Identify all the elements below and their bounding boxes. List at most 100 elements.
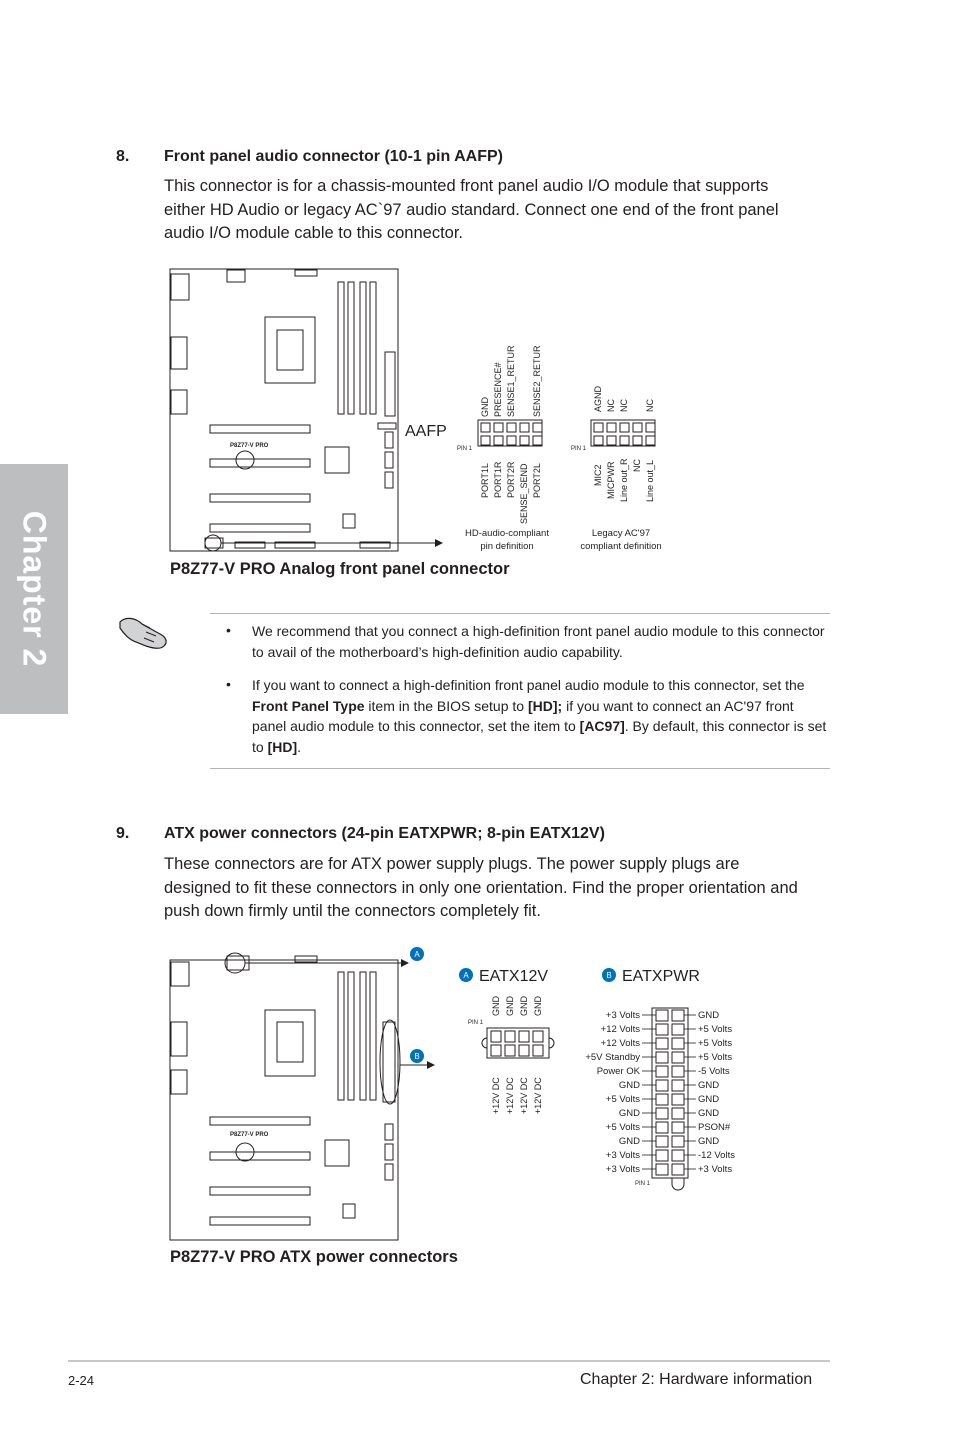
note-box [210,613,830,769]
section-8-line-2: either HD Audio or legacy AC`97 audio st… [164,200,779,219]
eatx12v-header [481,1027,555,1059]
chapter-side-tab: Chapter 2 [0,464,68,714]
eatx12v-bottom-4: +12V DC [533,1077,543,1114]
hd-top-pin-3: SENSE1_RETUR [506,345,516,417]
section-9-title: ATX power connectors (24-pin EATXPWR; 8-… [164,825,605,842]
ac97-bottom-pin-4: NC [632,459,642,472]
eatxpwr-right-1: GND [698,1010,719,1021]
eatxpwr-left-2: +12 Volts [601,1024,641,1035]
ac97-top-pin-1: AGND [593,385,603,412]
note-bullet-2: If you want to connect a high-definition… [252,677,827,755]
eatxpwr-left-1: +3 Volts [606,1010,640,1021]
note-hand-icon [119,617,167,649]
badge-b-label: B [606,971,611,980]
note-bullet-1: We recommend that you connect a high-def… [252,623,825,660]
eatx12v-top-3: GND [519,996,529,1017]
eatxpwr-right-8: GND [698,1108,719,1119]
footer-rule [68,1360,830,1362]
hd-top-pin-5: SENSE2_RETUR [532,345,542,417]
eatxpwr-right-9: PSON# [698,1122,731,1133]
section-9-number: 9. [116,825,130,842]
eatx12v-top-2: GND [505,996,515,1017]
ac97-top-pin-2: NC [606,399,616,412]
eatxpwr-left-6: GND [619,1080,640,1091]
eatxpwr-left-7: +5 Volts [606,1094,640,1105]
hd-caption-line-1: HD-audio-compliant [465,528,549,539]
eatxpwr-label: EATXPWR [622,968,700,985]
hd-caption-line-2: pin definition [480,541,533,552]
aafp-location-circle [204,534,222,552]
section-9-line-2: designed to fit these connectors in only… [164,878,798,897]
eatxpwr-left-3: +12 Volts [601,1038,641,1049]
footer-chapter-title: Chapter 2: Hardware information [580,1371,813,1388]
badge-a-label: A [463,971,469,980]
eatx12v-top-1: GND [491,996,501,1017]
ac97-caption-line-2: compliant definition [580,541,661,552]
eatxpwr-left-8: GND [619,1108,640,1119]
eatxpwr-left-9: +5 Volts [606,1122,640,1133]
eatxpwr-right-11: -12 Volts [698,1150,735,1161]
eatx12v-bottom-2: +12V DC [505,1077,515,1114]
ac97-caption-line-1: Legacy AC'97 [592,528,650,539]
board-label-1: P8Z77-V PRO [230,443,269,449]
atx-power-diagram: P8Z77-V PRO A B A EATX12V GND GND GND GN… [169,947,735,1241]
ac97-top-pin-3: NC [619,399,629,412]
eatx12v-top-4: GND [533,996,543,1017]
section-8-number: 8. [116,148,130,165]
ac97-bottom-pin-1: MIC2 [593,464,603,486]
eatx12v-bottom-3: +12V DC [519,1077,529,1114]
section-9-line-1: These connectors are for ATX power suppl… [164,855,740,873]
eatxpwr-right-3: +5 Volts [698,1038,732,1049]
motherboard-outline-1 [169,268,399,552]
badge-b-side-label: B [414,1052,419,1061]
hd-bottom-pin-4: SENSE_SEND [519,463,529,524]
board-label-2: P8Z77-V PRO [230,1132,269,1138]
eatxpwr-header [651,1007,689,1191]
page-number: 2-24 [68,1373,95,1388]
note-bullet-1-marker: • [226,622,231,638]
eatxpwr-left-5: Power OK [597,1066,641,1077]
eatxpwr-right-6: GND [698,1080,719,1091]
eatxpwr-right-2: +5 Volts [698,1024,732,1035]
section-9-line-3: push down firmly until the connectors co… [164,902,541,920]
section-8-line-3: audio I/O module cable to this connector… [164,224,464,242]
eatxpwr-left-12: +3 Volts [606,1164,640,1175]
pin1-label-eatxpwr: PIN 1 [635,1181,651,1187]
badge-a [459,968,473,982]
badge-b-side [410,1049,424,1063]
pin1-label-hd: PIN 1 [457,446,473,452]
eatxpwr-right-7: GND [698,1094,719,1105]
eatxpwr-right-10: GND [698,1136,719,1147]
ac97-top-pin-5: NC [645,399,655,412]
eatx12v-bottom-1: +12V DC [491,1077,501,1114]
chapter-tab-label: Chapter 2 [16,510,53,668]
badge-b [602,968,616,982]
hd-bottom-pin-5: PORT2L [532,463,542,498]
figure-1-caption: P8Z77-V PRO Analog front panel connector [170,560,510,578]
ac97-bottom-pin-3: Line out_R [619,458,629,502]
ac97-pin-header [590,419,656,447]
hd-top-pin-1: GND [480,397,490,418]
hd-bottom-pin-2: PORT1R [493,461,503,498]
note-bullet-2-marker: • [226,676,231,692]
pin1-label-eatx12v: PIN 1 [468,1020,484,1026]
section-8-body: This connector is for a chassis-mounted … [164,175,779,246]
eatxpwr-right-4: +5 Volts [698,1052,732,1063]
figure-2-caption: P8Z77-V PRO ATX power connectors [170,1248,458,1266]
hd-bottom-pin-3: PORT2R [506,461,516,498]
eatxpwr-left-4: +5V Standby [585,1052,640,1063]
eatxpwr-right-5: -5 Volts [698,1066,730,1077]
section-8-title: Front panel audio connector (10-1 pin AA… [164,148,503,165]
hd-top-pin-2: PRESENCE# [493,362,503,417]
aafp-diagram: P8Z77-V PRO AAFP PIN 1 GND PRESENCE# SEN… [169,268,662,552]
aafp-label: AAFP [405,423,447,440]
badge-a-top [410,947,424,961]
ac97-bottom-pin-5: Line out_L [645,460,655,502]
ac97-bottom-pin-2: MICPWR [606,461,616,499]
hd-pin-header [477,419,543,447]
section-9-body: These connectors are for ATX power suppl… [164,853,798,924]
pin1-label-ac97: PIN 1 [571,446,587,452]
hd-bottom-pin-1: PORT1L [480,463,490,498]
eatx12v-label: EATX12V [479,968,548,985]
motherboard-outline-2 [169,955,399,1241]
